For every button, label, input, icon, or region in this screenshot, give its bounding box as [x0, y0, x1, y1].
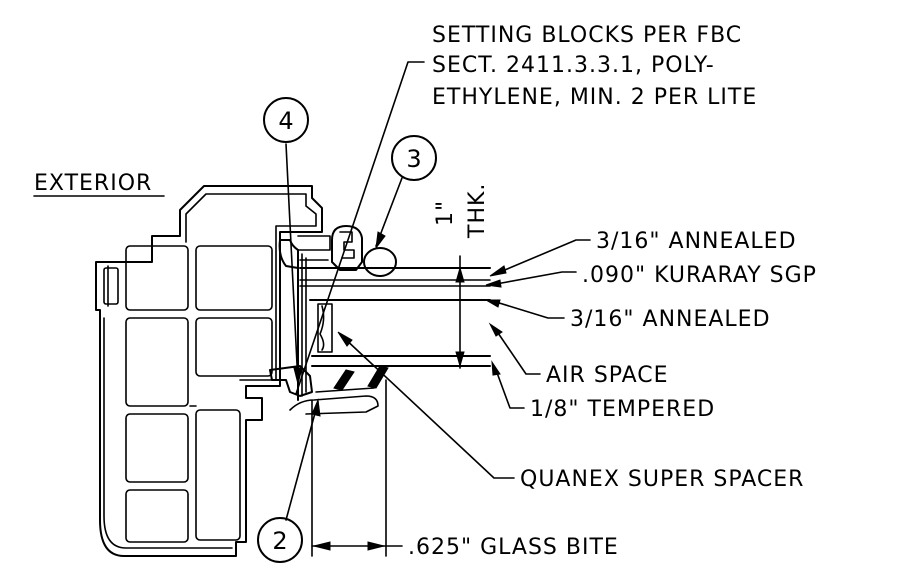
label-spacer: QUANEX SUPER SPACER — [520, 467, 804, 492]
setting-block-left — [333, 369, 355, 391]
sill-area — [269, 365, 389, 415]
label-air-space: AIR SPACE — [546, 363, 669, 388]
label-thickness-unit: THK. — [465, 183, 490, 239]
svg-text:4: 4 — [278, 107, 293, 135]
frame-profile — [95, 185, 323, 557]
callout-3: 3 — [391, 135, 437, 181]
svg-text:2: 2 — [272, 527, 287, 555]
glass-bite-dimension — [311, 379, 403, 557]
label-setting-blocks-2: SECT. 2411.3.3.1, POLY- — [432, 53, 715, 78]
label-annealed-bottom: 3/16" ANNEALED — [570, 307, 771, 332]
label-interlayer: .090" KURARAY SGP — [582, 263, 817, 288]
label-exterior: EXTERIOR — [34, 171, 152, 196]
label-glass-bite: .625" GLASS BITE — [408, 535, 619, 560]
label-annealed-top: 3/16" ANNEALED — [596, 229, 797, 254]
label-tempered: 1/8" TEMPERED — [530, 397, 715, 422]
label-setting-blocks-1: SETTING BLOCKS PER FBC — [432, 23, 742, 48]
leader-lines — [285, 61, 591, 521]
thickness-dimension — [447, 255, 473, 369]
svg-text:3: 3 — [406, 145, 421, 173]
callout-2: 2 — [257, 517, 303, 563]
label-setting-blocks-3: ETHYLENE, MIN. 2 PER LITE — [432, 85, 757, 110]
setting-block-right — [367, 365, 389, 389]
callout-4: 4 — [263, 97, 309, 143]
label-thickness-value: 1" — [433, 200, 458, 226]
